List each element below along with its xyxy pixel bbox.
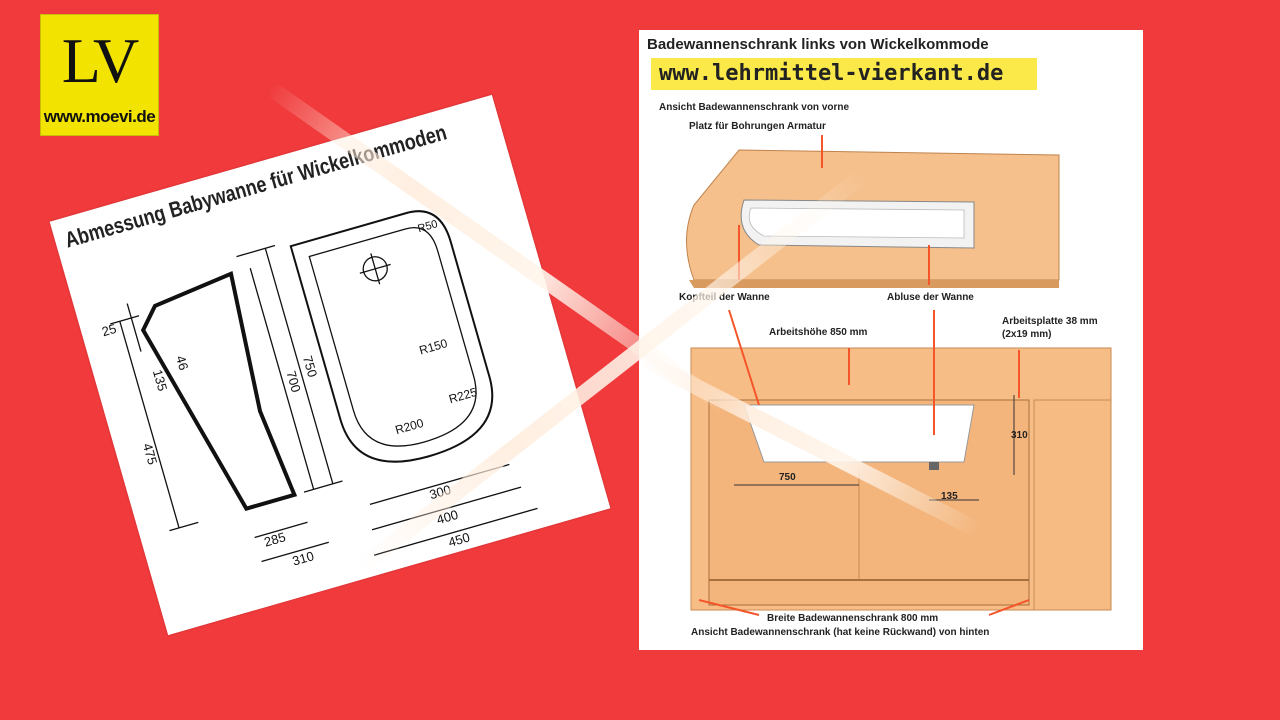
label-dim-750: 750 <box>779 472 796 483</box>
label-width: Breite Badewannenschrank 800 mm <box>767 613 939 624</box>
label-front-view: Ansicht Badewannenschrank von vorne <box>659 102 850 113</box>
moevi-logo: LV www.moevi.de <box>40 14 159 136</box>
logo-letters: LV <box>61 25 139 96</box>
bathtub-cabinet-card: Badewannenschrank links von Wickelkommod… <box>639 30 1143 650</box>
logo-url: www.moevi.de <box>43 107 156 126</box>
dim-475: 475 <box>140 441 160 466</box>
dim-135: 135 <box>150 368 170 393</box>
lehrmittel-url: www.lehrmittel-vierkant.de <box>659 61 1004 86</box>
url-banner <box>651 58 1037 90</box>
dim-line-750 <box>264 248 334 484</box>
right-card-title: Badewannenschrank links von Wickelkommod… <box>647 36 989 53</box>
dim-46: 46 <box>173 354 191 372</box>
label-head-end: Kopfteil der Wanne <box>679 292 770 303</box>
label-back-view: Ansicht Badewannenschrank (hat keine Rüc… <box>691 627 990 638</box>
dim-750: 750 <box>300 354 320 379</box>
bath-side-profile <box>140 270 298 511</box>
label-worktop-sub: (2x19 mm) <box>1002 329 1052 340</box>
bath-top-view-inner <box>308 227 477 447</box>
label-dim-135: 135 <box>941 491 958 502</box>
dim-line-475 <box>119 321 180 529</box>
dim-25: 25 <box>100 321 118 339</box>
label-dim-310: 310 <box>1011 430 1028 441</box>
bath-top-view-outer <box>289 210 494 463</box>
annotation-arrows <box>698 135 1030 616</box>
baby-bath-dimension-card: Abmessung Babywanne für Wickelkommoden <box>49 94 611 636</box>
baby-bath-drawing: 25 135 475 46 700 750 285 310 300 400 45… <box>100 210 538 569</box>
radius-r50: R50 <box>416 218 439 235</box>
label-drilling: Platz für Bohrungen Armatur <box>689 121 826 132</box>
dim-450: 450 <box>447 530 472 550</box>
radius-r200: R200 <box>394 416 426 437</box>
label-worktop: Arbeitsplatte 38 mm <box>1002 316 1098 327</box>
dim-285: 285 <box>262 529 287 549</box>
dim-line-700 <box>249 268 315 490</box>
dim-310: 310 <box>291 548 316 568</box>
label-drain: Abluse der Wanne <box>887 292 974 303</box>
back-view-drawing <box>690 347 1112 611</box>
dim-700: 700 <box>283 369 303 394</box>
cabinet-drawings <box>686 135 1112 616</box>
radius-r150: R150 <box>418 336 450 357</box>
label-work-height: Arbeitshöhe 850 mm <box>769 327 868 338</box>
